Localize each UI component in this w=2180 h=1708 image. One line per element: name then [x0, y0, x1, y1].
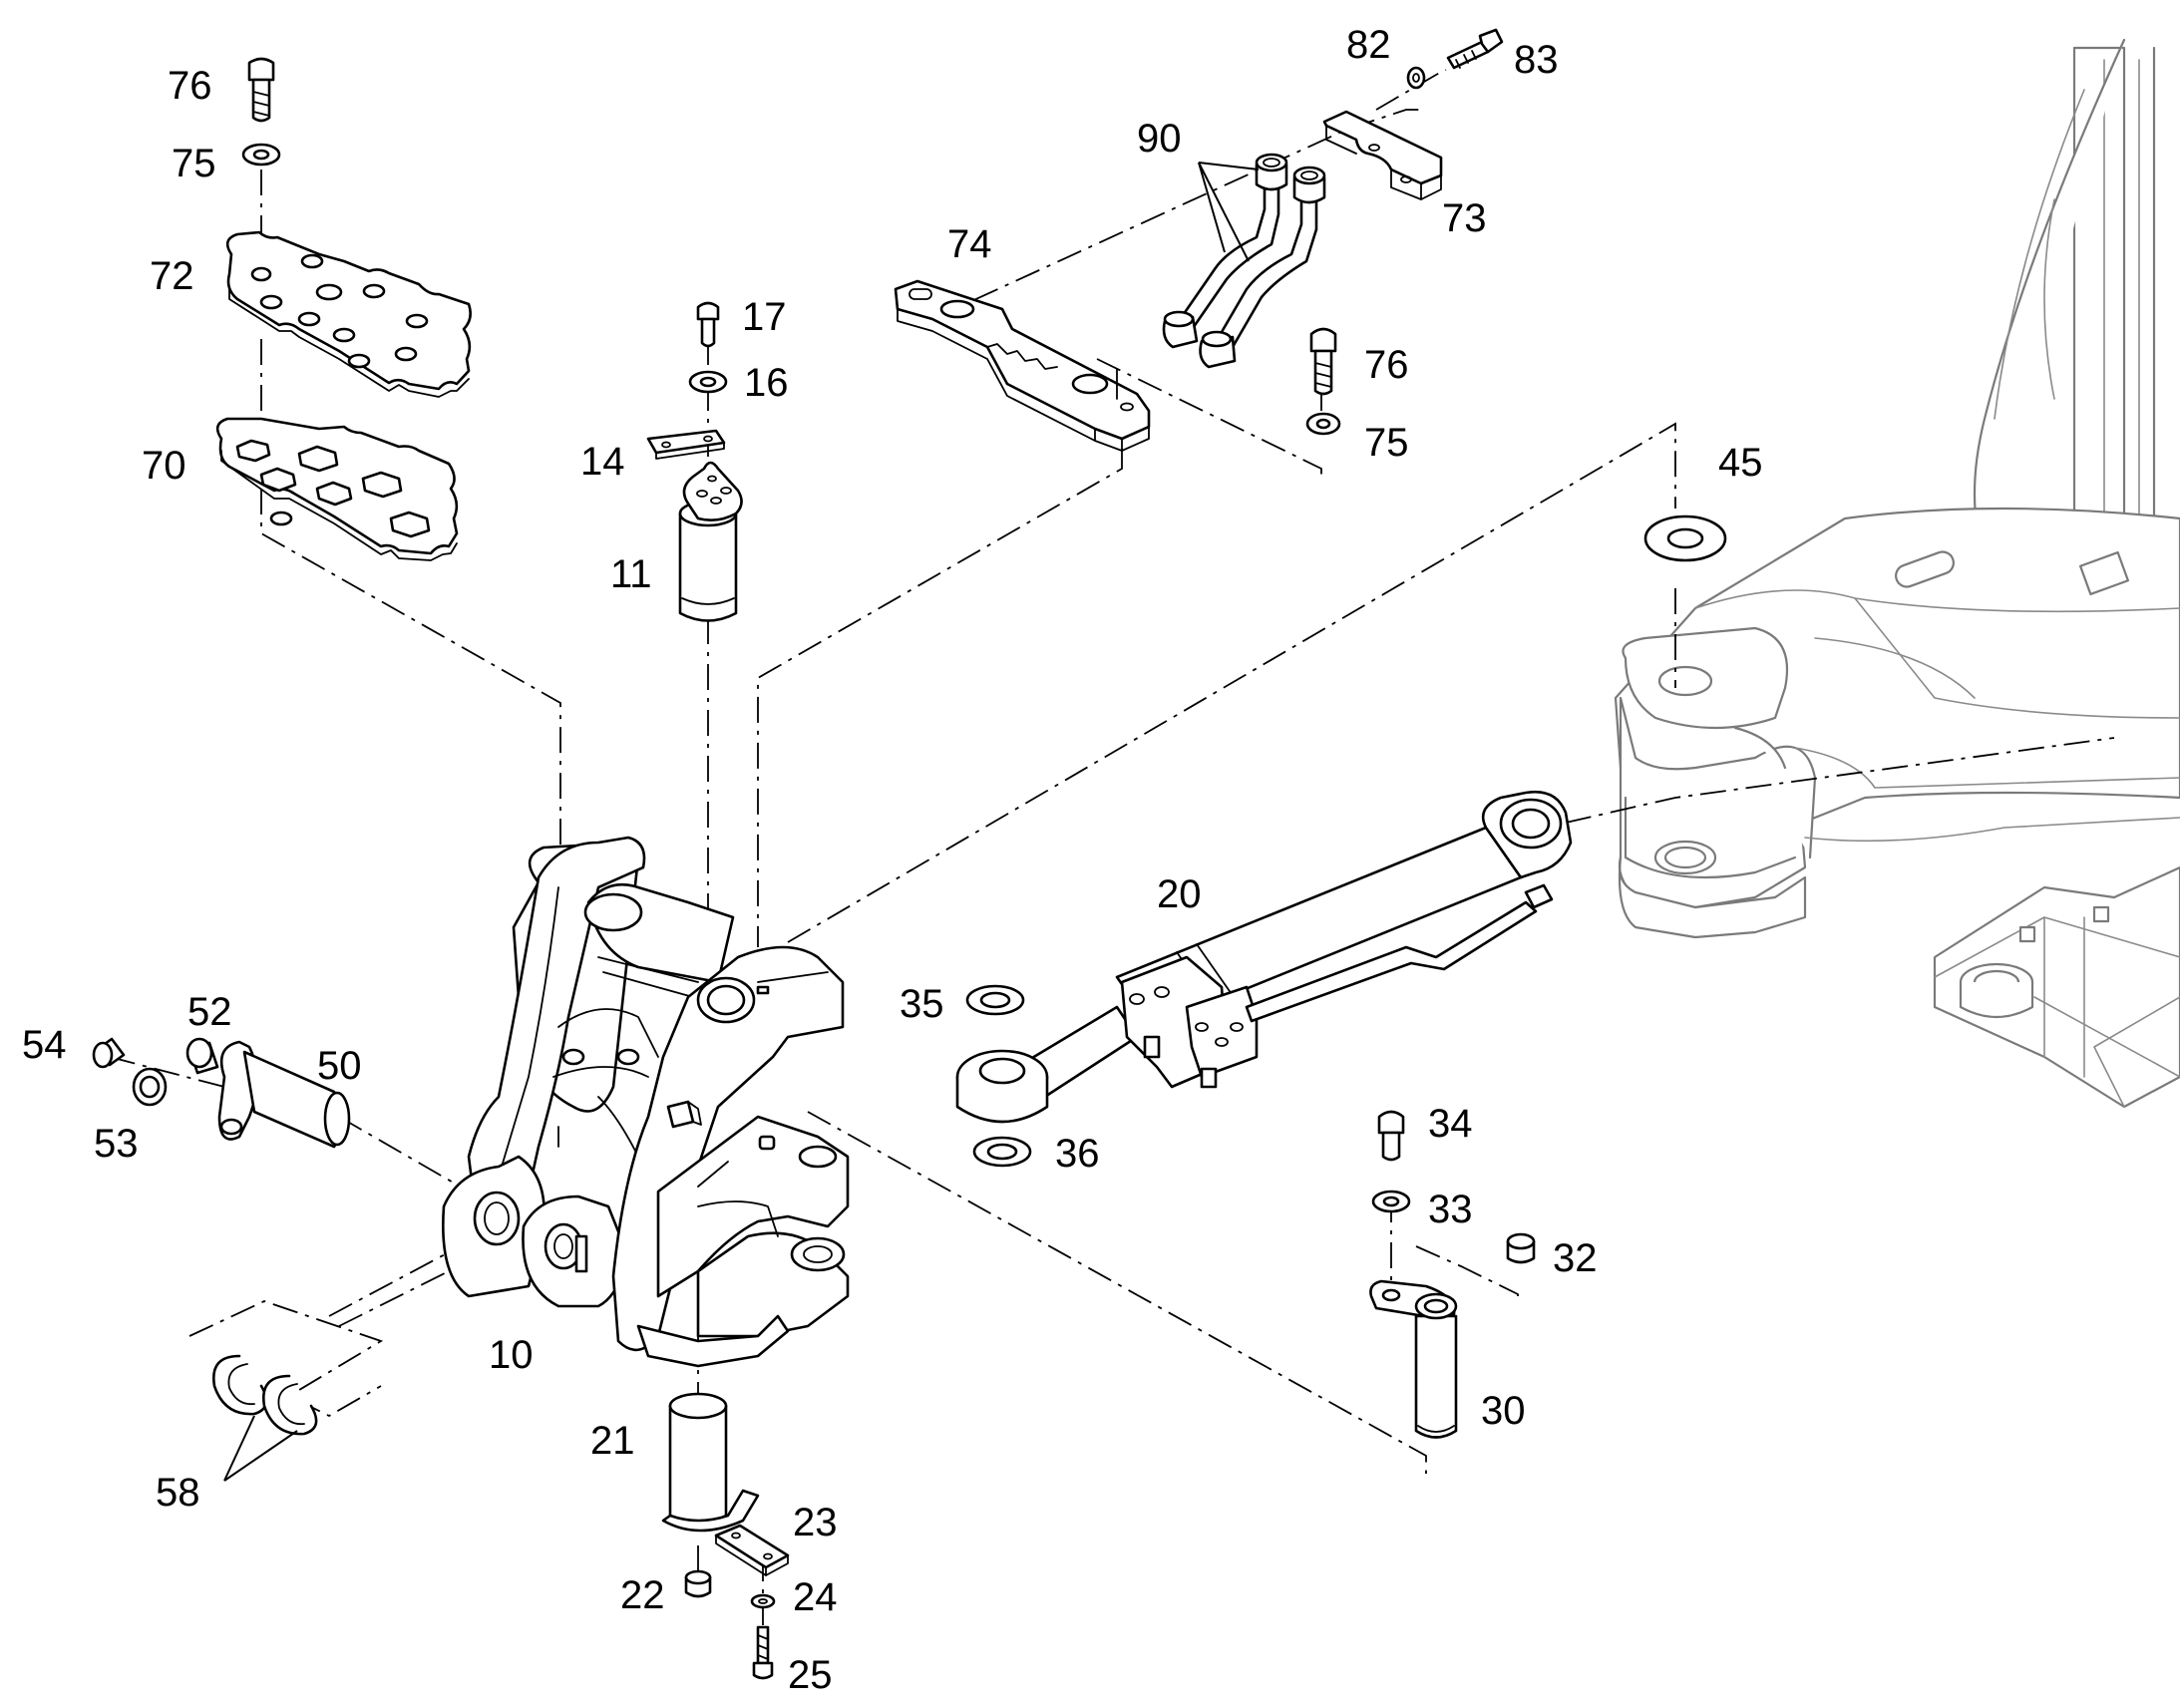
- callout-33: 33: [1428, 1188, 1473, 1231]
- part-14-retainer-plate: [646, 429, 726, 460]
- part-30-pin: [1369, 1279, 1458, 1439]
- leader-lines: [223, 162, 1260, 1482]
- part-11-pin: [678, 461, 743, 622]
- callout-11: 11: [610, 552, 652, 596]
- part-82-washer: [1406, 66, 1426, 90]
- part-53-washer: [132, 1067, 168, 1107]
- part-34-bolt: [1377, 1110, 1405, 1162]
- callout-50: 50: [317, 1044, 362, 1088]
- part-76-bolt-top: [247, 57, 275, 123]
- part-21-pin: [661, 1392, 760, 1533]
- callout-34: 34: [1428, 1102, 1473, 1146]
- callout-53: 53: [94, 1122, 139, 1166]
- callout-32: 32: [1553, 1236, 1598, 1280]
- callout-23: 23: [793, 1501, 838, 1544]
- part-23-retainer-plate: [714, 1524, 790, 1576]
- part-58-circlips: [211, 1354, 318, 1436]
- part-54-plug: [92, 1037, 126, 1069]
- part-72-cover-plate: [225, 230, 472, 398]
- callout-54: 54: [22, 1023, 67, 1067]
- part-17-bolt: [696, 301, 720, 348]
- part-24-washer: [750, 1593, 776, 1609]
- part-25-bolt: [752, 1625, 774, 1680]
- callout-76-right: 76: [1364, 343, 1409, 387]
- part-75-washer-right: [1305, 412, 1341, 436]
- callout-labels: 76 75 72 70 17 16 14 11 74 90 82 83 73 7…: [22, 23, 1763, 1697]
- part-83-bolt: [1446, 28, 1504, 70]
- callout-17: 17: [742, 295, 787, 339]
- part-35-washer: [965, 984, 1025, 1016]
- callout-24: 24: [793, 1575, 838, 1619]
- part-16-washer: [688, 370, 728, 394]
- part-74-bracket: [894, 279, 1151, 452]
- part-22-cap: [684, 1569, 712, 1598]
- callout-83: 83: [1514, 38, 1559, 82]
- part-32-plug: [1506, 1232, 1536, 1264]
- callout-25: 25: [788, 1653, 833, 1697]
- callout-30: 30: [1481, 1389, 1526, 1433]
- callout-16: 16: [744, 361, 789, 405]
- part-90-hydraulic-tubes: [1162, 153, 1326, 369]
- part-75-washer-top: [241, 143, 281, 167]
- callout-72: 72: [150, 254, 194, 298]
- part-45-washer: [1643, 514, 1727, 562]
- part-50-pin: [217, 1040, 351, 1149]
- callout-58: 58: [156, 1471, 200, 1515]
- callout-74: 74: [947, 222, 992, 266]
- callout-36: 36: [1055, 1132, 1100, 1176]
- callout-76-top: 76: [168, 64, 212, 108]
- callout-90: 90: [1137, 117, 1182, 161]
- callout-10: 10: [489, 1333, 534, 1377]
- callout-35: 35: [900, 982, 944, 1026]
- part-52-bushing: [185, 1037, 219, 1075]
- callout-75-top: 75: [172, 142, 216, 185]
- callout-82: 82: [1346, 23, 1391, 67]
- part-33-washer: [1371, 1190, 1411, 1213]
- part-10-swing-bracket: [442, 836, 850, 1368]
- part-76-bolt-right: [1309, 327, 1337, 396]
- boom-frame-background: [1614, 38, 2180, 1109]
- callout-14: 14: [580, 440, 625, 484]
- part-20-hydraulic-cylinder: [955, 790, 1573, 1124]
- part-36-washer: [972, 1136, 1032, 1168]
- callout-75-right: 75: [1364, 421, 1409, 465]
- callout-73: 73: [1442, 196, 1487, 240]
- callout-52: 52: [187, 990, 232, 1034]
- callout-20: 20: [1157, 872, 1202, 916]
- callout-22: 22: [620, 1573, 665, 1617]
- part-73-tube-clamp: [1322, 110, 1443, 200]
- callout-70: 70: [142, 444, 186, 488]
- callout-21: 21: [590, 1419, 635, 1463]
- part-70-lock-plate: [215, 417, 459, 561]
- callout-45: 45: [1718, 441, 1763, 485]
